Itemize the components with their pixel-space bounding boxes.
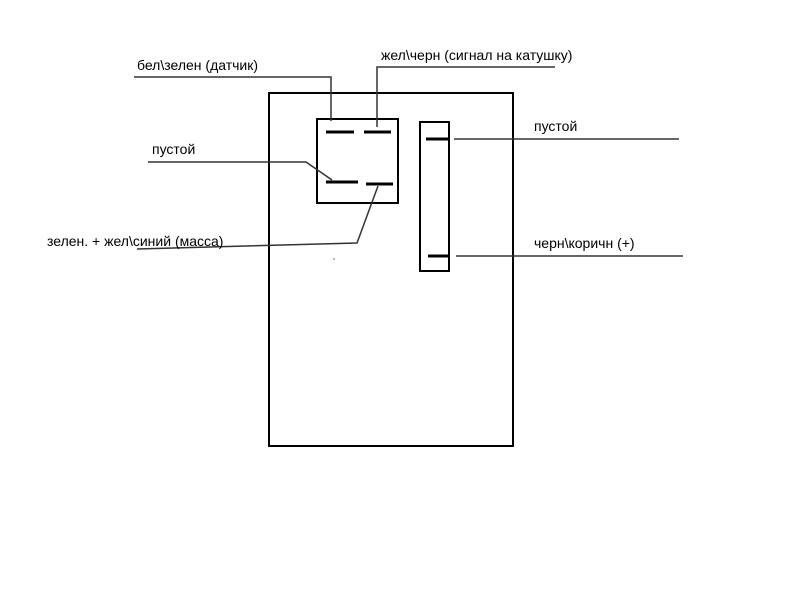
label-positive: черн\коричн (+) bbox=[534, 235, 635, 251]
label-sensor: бел\зелен (датчик) bbox=[137, 57, 259, 73]
label-empty-right: пустой bbox=[534, 118, 578, 134]
wire-coil-signal bbox=[376, 66, 555, 127]
label-coil-signal: жел\черн (сигнал на катушку) bbox=[381, 47, 573, 63]
label-ground: зелен. + жел\синий (масса) bbox=[47, 233, 224, 249]
stray-dot bbox=[333, 258, 335, 260]
label-empty-left: пустой bbox=[152, 141, 196, 157]
wire-empty-left bbox=[148, 161, 333, 181]
four-pin-block bbox=[316, 118, 399, 204]
two-pin-strip bbox=[419, 121, 450, 272]
connector-housing bbox=[268, 92, 514, 447]
wire-sensor bbox=[134, 76, 332, 121]
wire-ground bbox=[136, 185, 379, 250]
